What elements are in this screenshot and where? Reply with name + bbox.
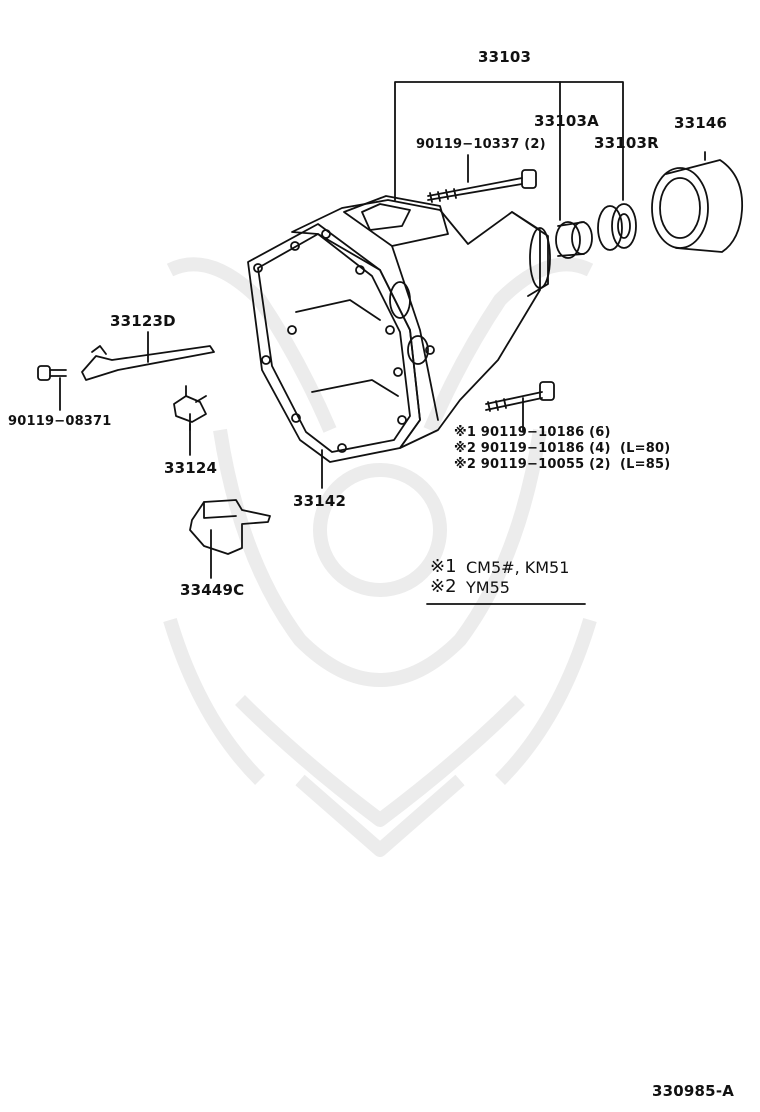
bolt-90119-08371 [37,365,67,381]
label-33103a: 33103A [534,112,599,130]
label-33146: 33146 [674,114,728,132]
label-33124: 33124 [164,459,218,477]
clip-33449c [189,499,271,555]
label-33449c: 33449C [180,581,245,599]
pivot-33124 [173,385,207,431]
label-length-80: (L=80) [620,441,671,456]
note-1-text: CM5#, KM51 [466,558,570,577]
label-bolt-90119-10337: 90119−10337 (2) [416,137,546,152]
label-length-85: (L=85) [620,457,671,472]
note-2-text: YM55 [466,578,510,597]
label-bolt-90119-08371: 90119−08371 [8,414,112,429]
seal-33103r [597,203,637,251]
label-33123d: 33123D [110,312,176,330]
note-1-mark: ※1 [430,556,457,577]
bolt-90119-10337 [427,169,537,203]
note-2-mark: ※2 [430,576,457,597]
lever-33123d [81,345,215,381]
label-bolt-90119-10055-2: ※2 90119−10055 (2) [454,457,611,472]
label-bolt-90119-10186-4: ※2 90119−10186 (4) [454,441,611,456]
leader-33103 [394,81,624,201]
label-33142: 33142 [293,492,347,510]
label-33103: 33103 [478,48,532,66]
cover-33146 [651,159,743,253]
diagram-id: 330985-A [652,1082,735,1100]
bolt-90119-10186 [485,381,555,412]
label-33103r: 33103R [594,134,659,152]
housing-33103 [291,199,541,449]
gasket-bolt-holes [253,229,435,453]
bearing-33103a [555,221,593,259]
label-bolt-90119-10186-6: ※1 90119−10186 (6) [454,425,611,440]
